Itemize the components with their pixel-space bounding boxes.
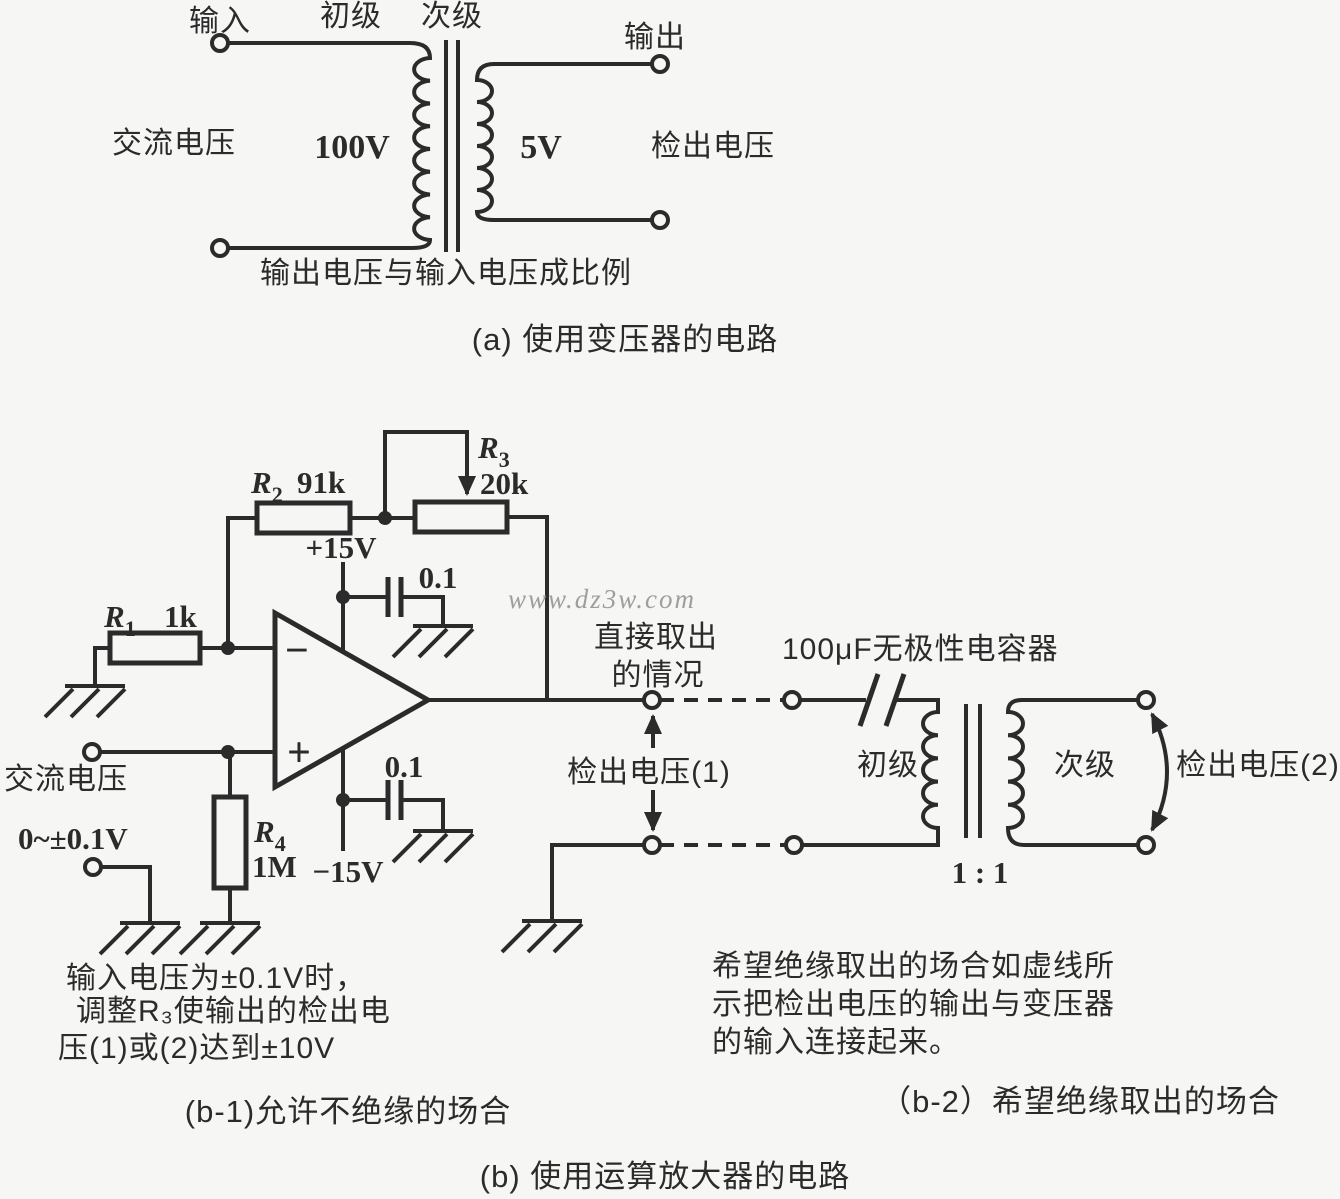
detect2-range-arrow bbox=[1150, 712, 1169, 832]
primary-winding bbox=[802, 698, 940, 847]
opamp-body bbox=[272, 608, 434, 792]
cap-top-right-lead bbox=[403, 595, 445, 626]
output-terminal-bottom bbox=[650, 210, 670, 230]
secondary-winding bbox=[1005, 698, 1138, 847]
ac-voltage-label: 交流电压 bbox=[112, 127, 236, 160]
junction-dot bbox=[221, 641, 235, 655]
nonpolar-cap-plate bbox=[883, 673, 907, 727]
isolated-terminal-top bbox=[1136, 690, 1156, 710]
cap-top-value: 0.1 bbox=[419, 560, 458, 595]
vminus-label: −15V bbox=[312, 854, 384, 889]
secondary-label: 次级 bbox=[421, 0, 483, 33]
pot-wiper-arrow bbox=[383, 430, 476, 518]
caption-b1: (b-1)允许不绝缘的场合 bbox=[185, 1094, 511, 1129]
r4-body bbox=[211, 794, 249, 891]
b2-note-line3: 的输入连接起来。 bbox=[712, 1026, 960, 1059]
primary-label: 初级 bbox=[320, 0, 382, 33]
output-terminal-2 bbox=[642, 835, 662, 855]
r2-designator: R2 bbox=[250, 465, 283, 507]
r2-value: 91k bbox=[297, 465, 346, 500]
figure-caption-b: (b) 使用运算放大器的电路 bbox=[480, 1159, 851, 1194]
ac-input-terminal bbox=[82, 742, 102, 762]
detected-voltage-2-label: 检出电压(2) bbox=[1176, 749, 1340, 782]
b1-note-line1: 输入电压为±0.1V时， bbox=[66, 962, 366, 995]
b2-note-line1: 希望绝缘取出的场合如虚线所 bbox=[712, 950, 1115, 983]
direct-out-label-line2: 的情况 bbox=[612, 659, 705, 692]
r3-value: 20k bbox=[480, 466, 529, 501]
lower-rail bbox=[550, 843, 644, 921]
ac-voltage-label: 交流电压 bbox=[4, 763, 128, 796]
secondary-winding bbox=[474, 62, 652, 222]
b1-note-line3: 压(1)或(2)达到±10V bbox=[58, 1032, 335, 1065]
junction-dot bbox=[336, 793, 350, 807]
direct-out-label-line1: 直接取出 bbox=[594, 621, 718, 654]
cap-bottom-value: 0.1 bbox=[385, 749, 424, 784]
b2-note-line2: 示把检出电压的输出与变压器 bbox=[712, 988, 1115, 1021]
primary-winding bbox=[228, 41, 433, 250]
opamp-noninverting-input-symbol: + bbox=[287, 730, 311, 776]
section-a-transformer-circuit: 输入 初级 次级 输出 交流电压 100V 5V 检出电压 输出电压与输入电压成… bbox=[112, 0, 779, 357]
proportional-note: 输出电压与输入电压成比例 bbox=[260, 257, 632, 290]
secondary-voltage-value: 5V bbox=[520, 129, 562, 166]
aux-input-terminal bbox=[83, 857, 103, 877]
junction-dot bbox=[221, 745, 235, 759]
r1-left-lead bbox=[93, 646, 110, 686]
r2-body bbox=[254, 500, 353, 536]
vplus-label: +15V bbox=[305, 530, 377, 565]
detected-voltage-label: 检出电压 bbox=[651, 130, 775, 163]
input-terminal-bottom bbox=[210, 238, 230, 258]
dashed-terminal-top bbox=[782, 690, 802, 710]
watermark: www.dz3w.com bbox=[508, 584, 696, 614]
input-label: 输入 bbox=[189, 5, 251, 38]
primary-voltage-value: 100V bbox=[314, 129, 390, 166]
caption-a: (a) 使用变压器的电路 bbox=[472, 322, 779, 357]
section-b1-opamp-circuit: R1 1k R2 91k R3 20k +15V 0.1 − + 交流电压 bbox=[4, 430, 804, 1129]
caption-b2: （b-2）希望绝缘取出的场合 bbox=[880, 1084, 1280, 1119]
section-b2-isolated-output-circuit: 100μF无极性电容器 初级 次级 1 : 1 检出电压(2) 希望绝缘取出的场… bbox=[712, 633, 1340, 1119]
input-terminal-top bbox=[210, 33, 230, 53]
junction-dot bbox=[336, 590, 350, 604]
ratio-label: 1 : 1 bbox=[952, 855, 1009, 890]
capacitor-label: 100μF无极性电容器 bbox=[782, 633, 1059, 666]
secondary-label: 次级 bbox=[1054, 749, 1116, 782]
r1-designator: R1 bbox=[103, 599, 136, 641]
primary-label: 初级 bbox=[857, 749, 919, 782]
feedback-lead bbox=[226, 516, 257, 648]
r4-designator: R4 bbox=[253, 814, 286, 856]
junction-dot bbox=[378, 511, 392, 525]
opamp-inverting-input-symbol: − bbox=[285, 628, 309, 674]
isolated-terminal-bottom bbox=[1136, 835, 1156, 855]
output-terminal-1 bbox=[642, 690, 662, 710]
r1-body bbox=[107, 630, 203, 666]
b1-note-line2: 调整R₃使输出的检出电 bbox=[76, 995, 391, 1028]
dashed-terminal-bottom bbox=[784, 835, 804, 855]
input-range-label: 0~±0.1V bbox=[18, 821, 128, 856]
output-label: 输出 bbox=[624, 21, 686, 54]
r3-body bbox=[412, 499, 510, 535]
cap-bottom-right-lead bbox=[403, 798, 445, 831]
r4-value: 1M bbox=[252, 849, 297, 884]
output-terminal-top bbox=[650, 54, 670, 74]
r1-value: 1k bbox=[164, 599, 198, 634]
detected-voltage-1-label: 检出电压(1) bbox=[567, 756, 731, 789]
r3-designator: R3 bbox=[477, 430, 510, 472]
r3-output-lead bbox=[507, 515, 549, 700]
aux-input-lead bbox=[101, 865, 152, 923]
nonpolar-cap-plate bbox=[857, 673, 881, 727]
